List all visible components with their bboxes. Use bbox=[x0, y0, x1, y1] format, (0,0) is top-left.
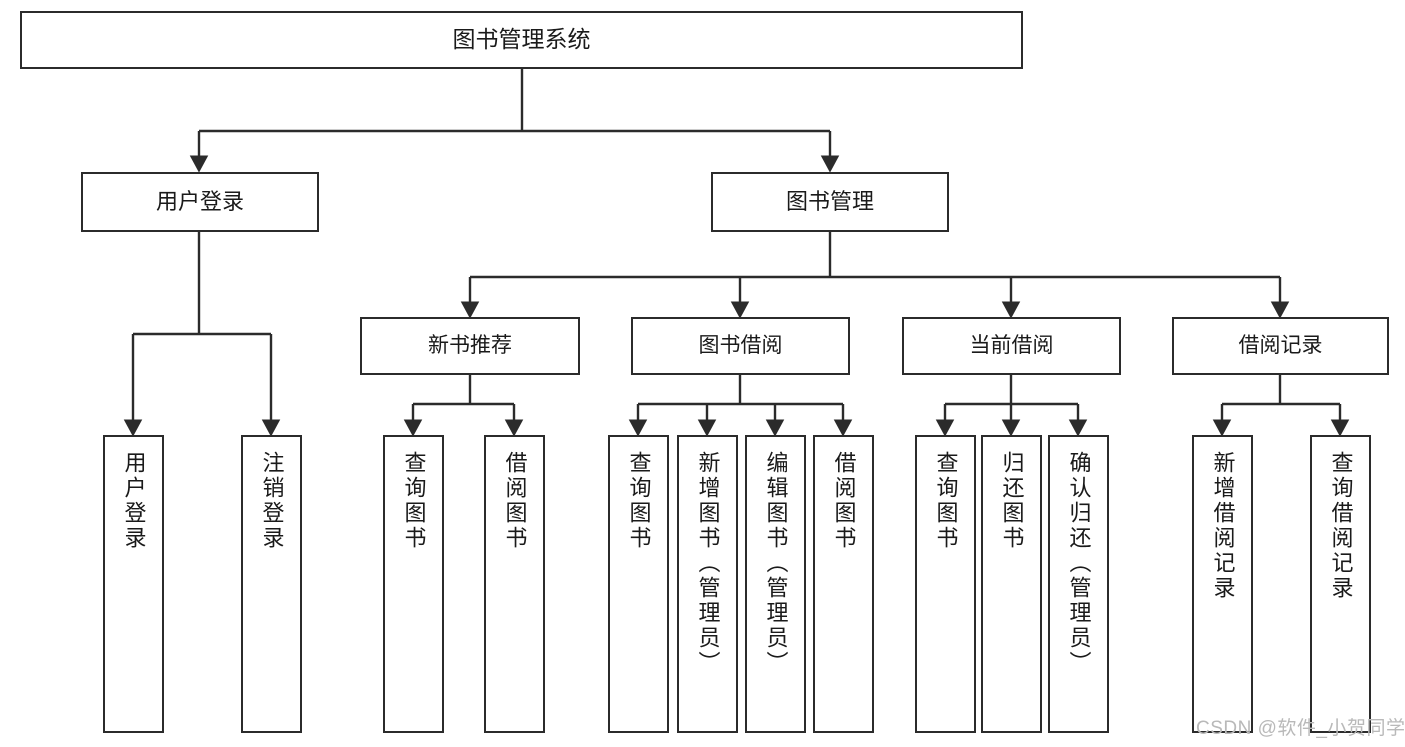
node-book-management[interactable]: 图书管理 bbox=[711, 172, 949, 232]
node-leaf-borrow-book-2-label: 借阅图书 bbox=[831, 451, 857, 551]
node-leaf-query-book-2-label: 查询图书 bbox=[626, 451, 652, 551]
node-current-borrow[interactable]: 当前借阅 bbox=[902, 317, 1121, 375]
node-leaf-borrow-book-1[interactable]: 借阅图书 bbox=[484, 435, 545, 733]
node-leaf-add-book[interactable]: 新增图书（管理员） bbox=[677, 435, 738, 733]
node-book-borrow-label: 图书借阅 bbox=[698, 333, 783, 357]
node-root-label: 图书管理系统 bbox=[452, 26, 591, 53]
node-leaf-confirm-return-label: 确认归还（管理员） bbox=[1066, 451, 1092, 676]
node-current-borrow-label: 当前借阅 bbox=[969, 333, 1054, 357]
node-leaf-confirm-return[interactable]: 确认归还（管理员） bbox=[1048, 435, 1109, 733]
node-leaf-user-login[interactable]: 用户登录 bbox=[103, 435, 164, 733]
node-leaf-edit-book[interactable]: 编辑图书（管理员） bbox=[745, 435, 806, 733]
node-leaf-edit-book-label: 编辑图书（管理员） bbox=[763, 451, 789, 676]
node-borrow-record[interactable]: 借阅记录 bbox=[1172, 317, 1389, 375]
node-leaf-add-record[interactable]: 新增借阅记录 bbox=[1192, 435, 1253, 733]
node-borrow-record-label: 借阅记录 bbox=[1238, 333, 1323, 357]
watermark: CSDN @软件_小贺同学 bbox=[1196, 718, 1405, 739]
node-leaf-user-login-label: 用户登录 bbox=[121, 451, 147, 551]
node-leaf-borrow-book-1-label: 借阅图书 bbox=[502, 451, 528, 551]
node-leaf-query-record-label: 查询借阅记录 bbox=[1328, 451, 1354, 601]
node-leaf-add-record-label: 新增借阅记录 bbox=[1210, 451, 1236, 601]
node-leaf-query-book-3-label: 查询图书 bbox=[933, 451, 959, 551]
node-leaf-logout-label: 注销登录 bbox=[259, 451, 285, 551]
node-leaf-return-book[interactable]: 归还图书 bbox=[981, 435, 1042, 733]
node-leaf-query-book-2[interactable]: 查询图书 bbox=[608, 435, 669, 733]
node-book-management-label: 图书管理 bbox=[785, 189, 874, 215]
node-leaf-query-book-1-label: 查询图书 bbox=[401, 451, 427, 551]
node-root[interactable]: 图书管理系统 bbox=[20, 11, 1023, 69]
node-leaf-borrow-book-2[interactable]: 借阅图书 bbox=[813, 435, 874, 733]
node-user-login[interactable]: 用户登录 bbox=[81, 172, 319, 232]
node-leaf-query-book-1[interactable]: 查询图书 bbox=[383, 435, 444, 733]
node-leaf-add-book-label: 新增图书（管理员） bbox=[695, 451, 721, 676]
node-new-book-recommend[interactable]: 新书推荐 bbox=[360, 317, 580, 375]
node-book-borrow[interactable]: 图书借阅 bbox=[631, 317, 850, 375]
node-user-login-label: 用户登录 bbox=[155, 189, 244, 215]
node-leaf-return-book-label: 归还图书 bbox=[999, 451, 1025, 551]
node-leaf-query-record[interactable]: 查询借阅记录 bbox=[1310, 435, 1371, 733]
node-leaf-logout[interactable]: 注销登录 bbox=[241, 435, 302, 733]
node-leaf-query-book-3[interactable]: 查询图书 bbox=[915, 435, 976, 733]
node-new-book-recommend-label: 新书推荐 bbox=[428, 333, 512, 357]
